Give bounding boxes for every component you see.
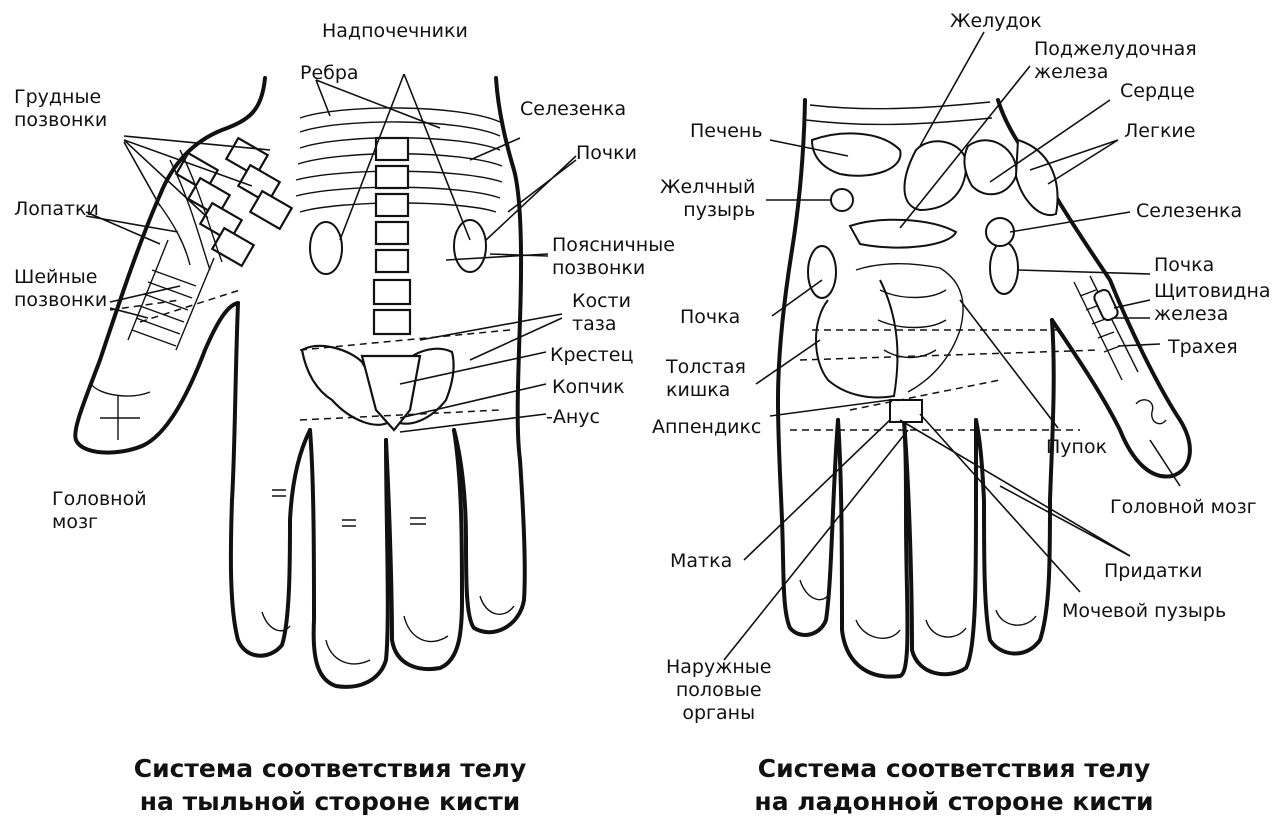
palm-kidney-right — [808, 246, 836, 298]
label-uterus: Матка — [670, 550, 732, 573]
label-genitals: Наружные половые органы — [666, 656, 771, 725]
back-finger-1 — [310, 430, 388, 687]
palm-colon — [816, 280, 897, 397]
back-thoracic-vertebrae — [156, 138, 292, 270]
label-thyroid: Щитовидна железа — [1154, 280, 1271, 326]
label-liver: Печень — [690, 120, 763, 143]
palm-kidney-left — [990, 242, 1018, 294]
label-trachea: Трахея — [1168, 336, 1238, 359]
label-pancreas: Поджелудочная железа — [1034, 38, 1197, 84]
palm-lungs — [1016, 140, 1057, 215]
palm-spleen — [986, 218, 1014, 246]
palm-bladder — [890, 400, 922, 422]
label-navel: Пупок — [1046, 436, 1107, 459]
label-appendix: Аппендикс — [652, 416, 761, 439]
label-brain-palm: Головной мозг — [1110, 496, 1257, 519]
label-kidneys-back: Почки — [576, 142, 637, 165]
back-kidney-right — [454, 220, 486, 272]
label-spleen-back: Селезенка — [520, 98, 626, 121]
back-hand-outline — [231, 303, 310, 656]
label-pelvic-bones: Кости таза — [572, 290, 631, 336]
label-brain-back: Головной мозг — [52, 488, 147, 534]
label-sacrum: Крестец — [550, 344, 633, 367]
label-kidney-left-palm: Почка — [1154, 254, 1214, 277]
label-heart: Сердце — [1120, 80, 1195, 103]
label-thoracic-vertebrae: Грудные позвонки — [14, 86, 107, 132]
palm-finger-1 — [838, 420, 908, 677]
palm-heart — [965, 140, 1017, 194]
caption-back-hand: Система соответствия телу на тыльной сто… — [120, 752, 540, 818]
label-bladder: Мочевой пузырь — [1062, 600, 1226, 623]
back-hand-drawing — [75, 78, 525, 687]
back-lumbar-spine — [374, 138, 410, 334]
label-stomach: Желудок — [950, 10, 1042, 33]
back-kidney-left — [310, 222, 342, 274]
label-spleen-palm: Селезенка — [1136, 200, 1242, 223]
palm-liver — [812, 133, 900, 175]
label-gallbladder: Желчный пузырь — [660, 176, 755, 222]
palm-gallbladder — [831, 189, 853, 211]
label-lumbar-vertebrae: Поясничные позвонки — [552, 234, 675, 280]
label-anus: -Анус — [546, 406, 600, 429]
palm-brain — [1136, 400, 1166, 424]
label-ribs: Ребра — [300, 62, 359, 85]
label-adrenals: Надпочечники — [322, 20, 468, 43]
caption-palm-hand: Система соответствия телу на ладонной ст… — [744, 752, 1164, 818]
label-scapulae: Лопатки — [14, 198, 99, 221]
label-cervical-vertebrae: Шейные позвонки — [14, 266, 107, 312]
label-kidney-right-palm: Почка — [680, 306, 740, 329]
palm-stomach — [904, 141, 966, 210]
palm-hand-drawing — [778, 100, 1190, 677]
label-colon: Толстая кишка — [666, 356, 746, 402]
label-lungs: Легкие — [1124, 120, 1195, 143]
label-coccyx: Копчик — [552, 376, 625, 399]
back-finger-2 — [386, 430, 462, 669]
label-adnexa: Придатки — [1104, 560, 1202, 583]
